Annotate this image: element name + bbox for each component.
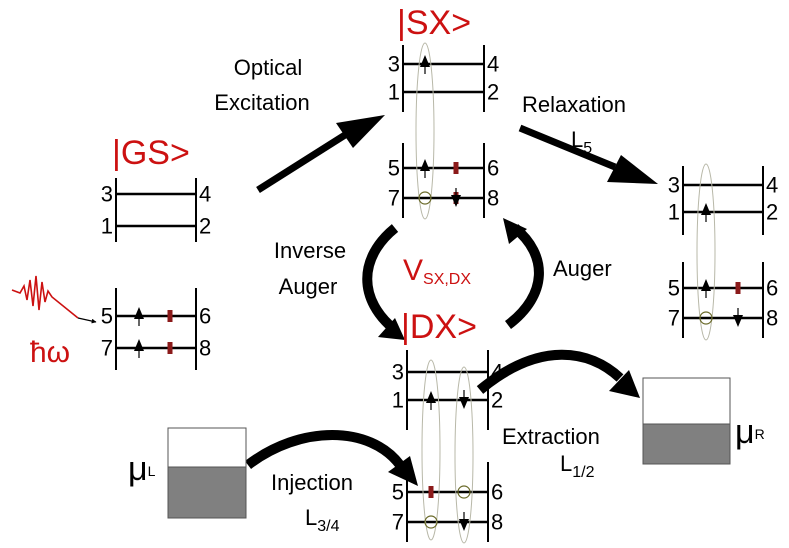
level-number: 8 (491, 510, 503, 535)
inverse-auger-label-line1: Inverse (274, 238, 346, 263)
relaxation-label: Relaxation (522, 92, 626, 117)
ground-state-label: |GS> (112, 134, 190, 172)
level-number: 8 (766, 306, 778, 331)
spin-marker (735, 282, 741, 294)
spin-down-icon (459, 397, 469, 409)
relaxation-arrow (518, 124, 658, 184)
level-number: 7 (668, 306, 680, 331)
spin-up-icon (701, 279, 711, 291)
right-reservoir-fill (642, 423, 731, 465)
spin-up-icon (134, 339, 144, 351)
extraction-arrow (476, 349, 640, 398)
optical-label-line2: Excitation (214, 90, 309, 115)
hole-icon (424, 515, 438, 529)
spin-up-icon (701, 203, 711, 215)
coupling-label: VSX,DX (403, 254, 471, 288)
level-number: 3 (392, 360, 404, 385)
hole-icon (457, 485, 471, 499)
spin-marker (428, 486, 434, 498)
relaxation-rate-label: L5 (571, 127, 592, 157)
auger-label: Auger (553, 256, 612, 281)
level-number: 1 (668, 200, 680, 225)
level-number: 4 (199, 182, 211, 207)
double-exciton-state-label: |DX> (401, 308, 477, 346)
photon-energy-label: ħω (30, 336, 70, 369)
injection-arrow (244, 430, 418, 486)
right-chemical-potential-label: μR (735, 413, 765, 451)
extraction-label: Extraction (502, 424, 600, 449)
level-number: 6 (199, 304, 211, 329)
single-exciton-state-label: |SX> (397, 4, 471, 42)
level-number: 4 (491, 360, 503, 385)
spin-down-icon (451, 195, 461, 207)
double-exciton-levels: 3 1 4 2 5 7 6 8 (392, 350, 503, 544)
level-number: 7 (101, 336, 113, 361)
optical-label-line1: Optical (234, 55, 302, 80)
auger-arrow (503, 218, 544, 329)
spin-marker (167, 342, 173, 354)
spin-down-icon (733, 315, 743, 327)
hole-icon (699, 311, 713, 325)
extraction-rate-label: L1/2 (560, 451, 595, 481)
left-reservoir (167, 427, 247, 519)
level-number: 1 (101, 214, 113, 239)
level-number: 7 (388, 186, 400, 211)
single-exciton-levels: 3 1 4 2 5 7 6 8 (388, 42, 499, 220)
injection-rate-label: L3/4 (305, 505, 340, 535)
ground-state-levels: 3 1 4 2 5 7 6 8 (101, 178, 211, 370)
level-number: 4 (487, 52, 499, 77)
level-number: 8 (487, 186, 499, 211)
level-number: 2 (199, 214, 211, 239)
correlation-ellipse (415, 42, 435, 220)
photon-wave-icon (11, 275, 97, 324)
level-number: 5 (101, 304, 113, 329)
spin-up-icon (420, 159, 430, 171)
level-number: 6 (487, 156, 499, 181)
correlation-ellipse (421, 359, 441, 541)
level-number: 3 (101, 182, 113, 207)
hole-icon (418, 191, 432, 205)
level-number: 3 (388, 52, 400, 77)
inverse-auger-arrow (362, 224, 405, 340)
level-number: 5 (668, 276, 680, 301)
spin-marker (453, 162, 459, 174)
level-number: 5 (392, 480, 404, 505)
right-reservoir (642, 377, 731, 465)
spin-up-icon (134, 307, 144, 319)
level-number: 5 (388, 156, 400, 181)
spin-down-icon (459, 519, 469, 531)
level-number: 6 (766, 276, 778, 301)
injection-label: Injection (271, 470, 353, 495)
spin-up-icon (426, 391, 436, 403)
level-number: 1 (388, 80, 400, 105)
optical-excitation-arrow (256, 115, 385, 193)
level-number: 6 (491, 480, 503, 505)
relaxed-state-levels: 31 42 5 7 6 8 (668, 163, 778, 341)
left-reservoir-fill (167, 466, 247, 519)
left-chemical-potential-label: μL (128, 450, 156, 488)
inverse-auger-label-line2: Auger (279, 274, 338, 299)
level-number: 3 (668, 173, 680, 198)
spin-marker (167, 310, 173, 322)
level-number: 2 (487, 80, 499, 105)
spin-up-icon (420, 55, 430, 67)
level-number: 1 (392, 388, 404, 413)
level-number: 4 (766, 173, 778, 198)
level-number: 8 (199, 336, 211, 361)
level-number: 2 (766, 200, 778, 225)
level-number: 7 (392, 510, 404, 535)
level-number: 2 (491, 388, 503, 413)
correlation-ellipse (454, 366, 474, 544)
correlation-ellipse (696, 163, 716, 341)
